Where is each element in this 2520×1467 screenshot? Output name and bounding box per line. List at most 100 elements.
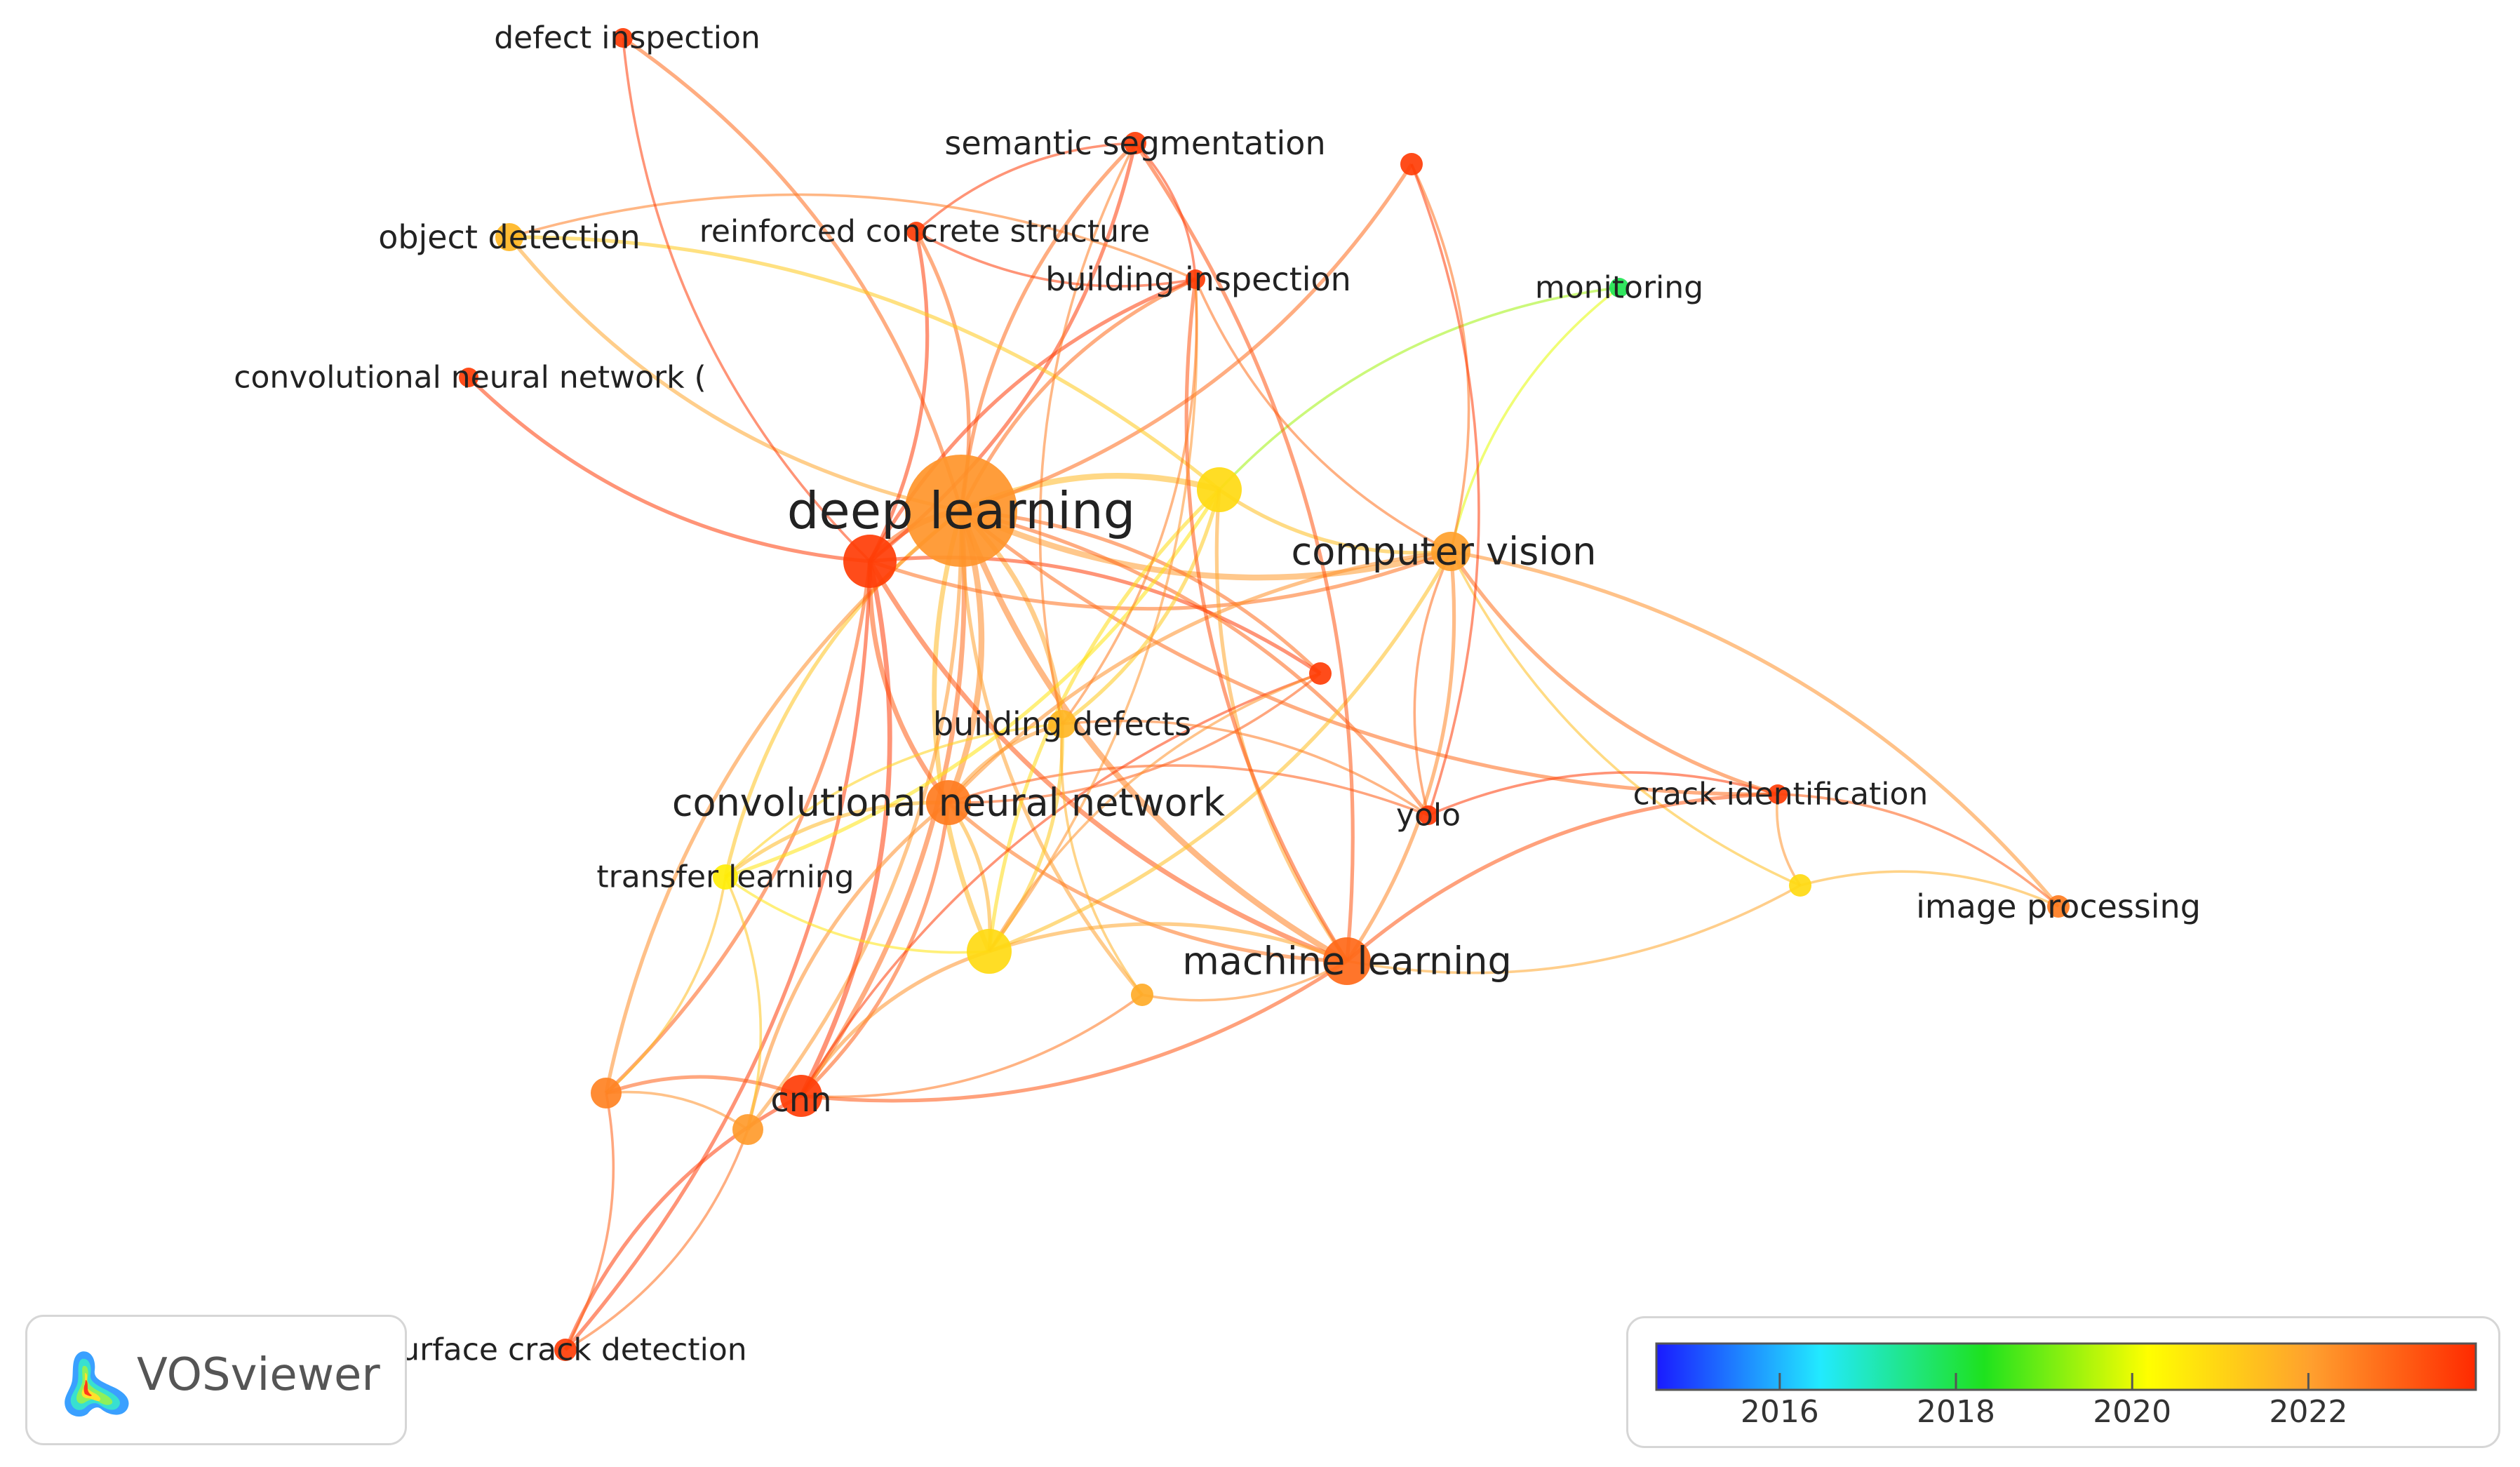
node-n_orange_bl[interactable] xyxy=(591,1078,622,1108)
link-n_yellow_top-transfer_learning xyxy=(725,488,1221,879)
link-semantic_segmentation-reinforced_concrete_structure xyxy=(915,142,1136,233)
node-yolo[interactable] xyxy=(1419,805,1438,825)
link-computer_vision-n_red_top_right xyxy=(1410,163,1470,552)
link-machine_learning-n_yellow_right xyxy=(1346,884,1801,974)
label-computer_vision: computer vision xyxy=(1292,530,1597,574)
label-surface_crack_detection: surface crack detection xyxy=(384,1332,746,1368)
node-defect_inspection[interactable] xyxy=(613,28,633,48)
link-machine_learning-n_yellow_mid xyxy=(988,922,1348,963)
labels-layer: deep learning computer vision convolutiona… xyxy=(234,20,2201,1368)
link-computer_vision-crack_identification xyxy=(1449,550,1778,796)
color-gradient-bar xyxy=(1655,1342,2477,1391)
link-cnn-n_yellow_mid xyxy=(799,949,990,1097)
node-transfer_learning[interactable] xyxy=(713,864,738,890)
link-n_red_big-machine_learning xyxy=(868,560,1348,964)
label-semantic_segmentation: semantic segmentation xyxy=(944,124,1325,162)
label-object_detection: object detection xyxy=(378,218,641,256)
link-computer_vision-yolo xyxy=(1413,551,1452,816)
label-deep_learning: deep learning xyxy=(787,481,1136,540)
node-building_defects[interactable] xyxy=(1048,710,1076,738)
link-convolutional_neural_network-machine_learning xyxy=(947,801,1348,963)
label-defect_inspection: defect inspection xyxy=(494,20,760,56)
label-monitoring: monitoring xyxy=(1535,270,1703,306)
link-n_red_big-building_inspection xyxy=(868,277,1196,563)
link-convolutional_neural_network-n_yellow_mid xyxy=(946,801,992,952)
link-n_orange_bl-n_orange_bl2 xyxy=(605,1090,749,1131)
link-deep_learning-defect_inspection xyxy=(622,36,963,511)
node-n_red_top_right[interactable] xyxy=(1400,153,1423,175)
link-machine_learning-semantic_segmentation xyxy=(1133,142,1355,962)
node-reinforced_concrete_structure[interactable] xyxy=(906,222,926,241)
node-cnn[interactable] xyxy=(780,1075,822,1117)
node-convolutional_neural_network_paren[interactable] xyxy=(459,368,478,387)
link-n_red_big-reinforced_concrete_structure xyxy=(868,231,930,563)
node-n_orange_bl2[interactable] xyxy=(732,1114,763,1145)
link-object_detection-building_inspection xyxy=(509,193,1196,281)
link-deep_learning-object_detection xyxy=(507,236,962,513)
link-n_yellow_mid-building_inspection xyxy=(988,279,1198,953)
node-object_detection[interactable] xyxy=(495,223,523,251)
label-convolutional_neural_network: convolutional neural network xyxy=(672,781,1226,825)
node-semantic_segmentation[interactable] xyxy=(1124,132,1146,154)
link-convolutional_neural_network-n_red_mid xyxy=(948,672,1322,804)
link-computer_vision-n_yellow_right xyxy=(1449,551,1801,887)
link-transfer_learning-n_yellow_mid xyxy=(724,876,990,954)
link-reinforced_concrete_structure-building_inspection xyxy=(916,230,1196,288)
link-building_defects-building_inspection xyxy=(1061,279,1198,725)
node-n_yellow_right[interactable] xyxy=(1789,874,1811,897)
link-n_orange_bl-surface_crack_detection xyxy=(564,1092,615,1351)
link-cnn-n_orange_bl xyxy=(605,1075,802,1098)
link-n_yellow_mid-n_red_mid xyxy=(988,672,1321,952)
label-cnn: cnn xyxy=(770,1080,831,1120)
label-building_inspection: building inspection xyxy=(1045,260,1351,298)
label-building_defects: building defects xyxy=(933,705,1191,743)
node-n_red_mid[interactable] xyxy=(1309,662,1332,685)
scale-tick-label-2018: 2018 xyxy=(1917,1394,1995,1430)
link-n_orange_bl2-transfer_learning xyxy=(724,876,763,1130)
node-convolutional_neural_network[interactable] xyxy=(926,780,971,825)
link-n_orange_bl2-surface_crack_detection xyxy=(565,1129,749,1351)
node-n_small_orange[interactable] xyxy=(1131,984,1153,1006)
link-n_orange_bl-transfer_learning xyxy=(605,876,727,1094)
link-semantic_segmentation-building_inspection xyxy=(1134,142,1197,280)
node-image_processing[interactable] xyxy=(2047,895,2070,918)
link-n_red_big-cnn xyxy=(798,561,892,1097)
node-n_red_big[interactable] xyxy=(843,535,897,588)
label-machine_learning: machine learning xyxy=(1182,939,1512,984)
link-cnn-n_small_orange xyxy=(800,993,1144,1099)
link-machine_learning-crack_identification xyxy=(1346,792,1778,963)
node-monitoring[interactable] xyxy=(1609,278,1629,297)
scale-tick-label-2016: 2016 xyxy=(1741,1394,1819,1430)
node-n_yellow_top[interactable] xyxy=(1197,467,1242,512)
link-n_yellow_right-image_processing xyxy=(1799,870,2059,908)
link-building_defects-semantic_segmentation xyxy=(1038,142,1137,725)
app-name: VOSviewer xyxy=(137,1349,380,1401)
node-machine_learning[interactable] xyxy=(1323,937,1371,985)
link-computer_vision-n_yellow_mid xyxy=(988,550,1453,953)
link-convolutional_neural_network-n_orange_bl2 xyxy=(746,801,950,1130)
vosviewer-density-icon xyxy=(65,1351,129,1417)
link-convolutional_neural_network-transfer_learning xyxy=(724,801,949,879)
link-deep_learning-crack_identification xyxy=(960,509,1778,796)
link-n_yellow_top-monitoring xyxy=(1218,286,1620,491)
node-computer_vision[interactable] xyxy=(1431,532,1470,571)
link-cnn-surface_crack_detection xyxy=(563,1094,803,1351)
link-deep_learning-n_orange_bl2 xyxy=(746,510,963,1131)
label-reinforced_concrete_structure: reinforced concrete structure xyxy=(699,214,1150,250)
link-convolutional_neural_network-yolo xyxy=(948,764,1429,817)
node-deep_learning[interactable] xyxy=(905,455,1017,567)
link-building_defects-n_small_orange xyxy=(1060,723,1144,996)
link-deep_learning-computer_vision xyxy=(960,508,1452,581)
link-building_defects-yolo xyxy=(1061,719,1430,817)
link-yolo-crack_identification xyxy=(1428,771,1778,817)
label-image_processing: image processing xyxy=(1916,887,2201,925)
link-n_red_big-n_orange_bl xyxy=(605,561,872,1094)
link-deep_learning-yolo xyxy=(960,509,1430,817)
node-n_yellow_mid[interactable] xyxy=(967,929,1012,974)
link-machine_learning-n_small_orange xyxy=(1141,960,1348,1002)
node-crack_identification[interactable] xyxy=(1768,784,1788,804)
node-building_inspection[interactable] xyxy=(1186,269,1205,289)
node-surface_crack_detection[interactable] xyxy=(554,1339,577,1361)
